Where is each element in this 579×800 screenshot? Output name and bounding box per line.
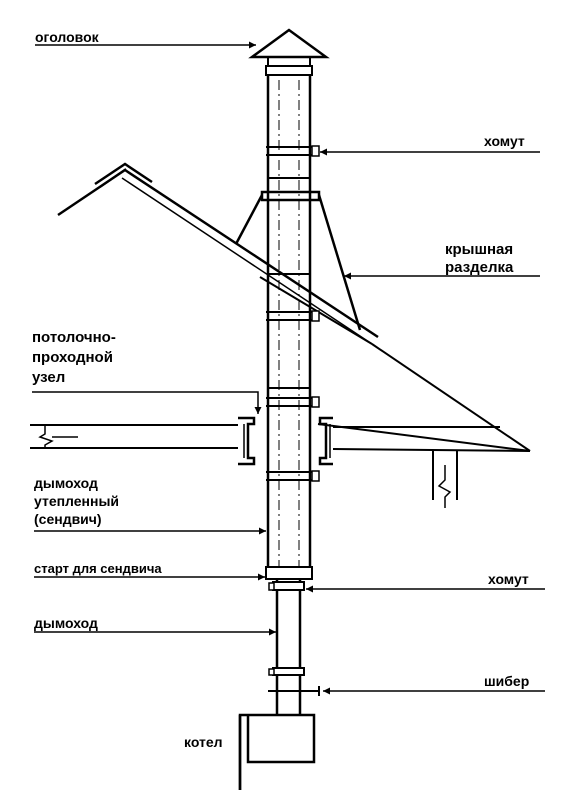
sandwich-start-adapter <box>265 566 313 580</box>
label-cap: оголовок <box>35 29 100 45</box>
label-clamp-top: хомут <box>484 133 525 149</box>
ceiling-slab <box>30 424 531 508</box>
boiler <box>238 713 316 790</box>
labels: оголовок хомут крышная разделка потолочн… <box>32 29 529 750</box>
clamp-2 <box>266 310 320 322</box>
label-sandwich-line3: (сендвич) <box>34 511 102 527</box>
clamp-3 <box>266 396 320 408</box>
roof-underside <box>371 343 531 452</box>
roof-rafter <box>317 423 531 452</box>
clamps <box>266 145 320 482</box>
clamp-lower <box>272 581 305 591</box>
label-damper: шибер <box>484 673 529 689</box>
label-chimney: дымоход <box>34 615 98 631</box>
chimney-cap <box>248 28 330 76</box>
label-ceiling-unit-line3: узел <box>32 369 65 386</box>
sandwich-pipe <box>265 75 313 580</box>
break-mark-left <box>38 426 54 448</box>
label-ceiling-unit-line2: проходной <box>32 349 113 366</box>
roof-flashing <box>234 190 362 331</box>
roof-slope-outer <box>124 168 379 339</box>
label-ceiling-unit-line1: потолочно- <box>32 329 116 346</box>
break-mark-right <box>437 465 452 508</box>
leader-lines <box>32 41 545 695</box>
roof-slope-inner <box>121 177 373 345</box>
label-clamp-bottom: хомут <box>488 571 529 587</box>
clamp-joint <box>272 667 305 676</box>
label-sandwich-line2: утепленный <box>34 493 119 509</box>
roof <box>57 162 531 452</box>
single-wall-pipe <box>268 579 320 715</box>
clamp-4 <box>266 470 320 482</box>
roof-left-slope <box>57 168 126 217</box>
label-sandwich-start: старт для сендвича <box>34 561 162 576</box>
arrow-ceiling-unit <box>32 391 262 414</box>
label-boiler: котел <box>184 734 223 750</box>
label-roof-flashing-line2: разделка <box>445 259 514 276</box>
roof-ridge-cap <box>94 162 153 186</box>
label-roof-flashing-line1: крышная <box>445 241 513 258</box>
ceiling-pass-through-unit <box>238 416 333 466</box>
label-sandwich-line1: дымоход <box>34 475 98 491</box>
clamp-1 <box>266 145 320 157</box>
